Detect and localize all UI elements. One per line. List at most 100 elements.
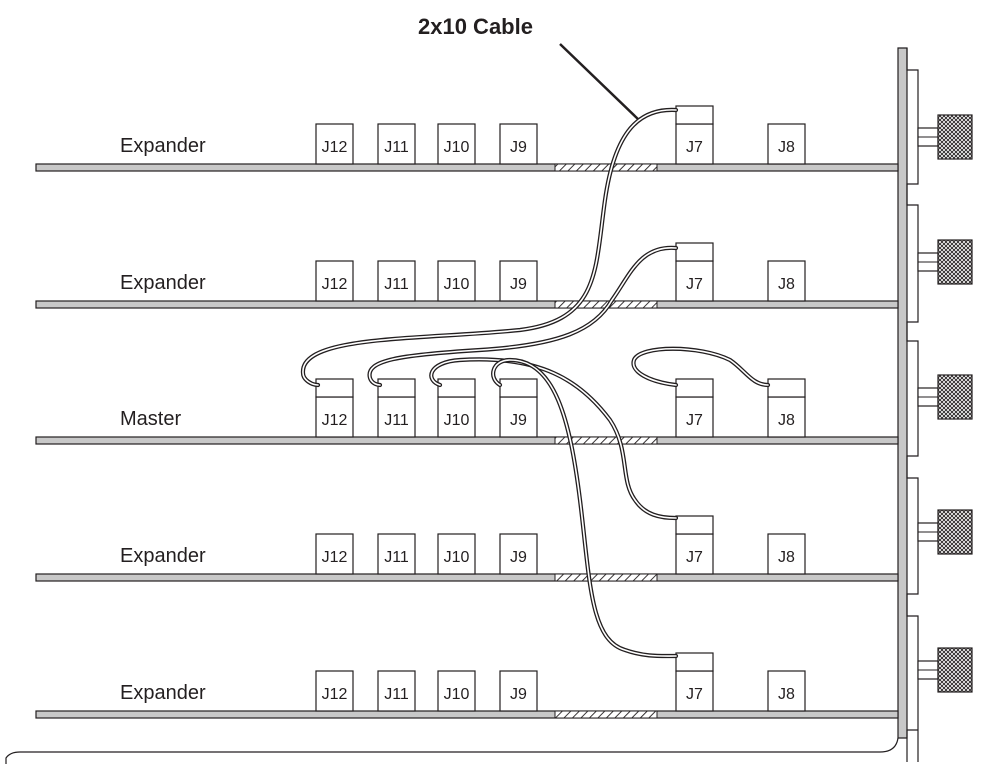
- thumbscrew-knob: [937, 647, 973, 693]
- board-pcb: [35, 710, 899, 719]
- connector-header: [437, 670, 476, 712]
- connector-header: [377, 396, 416, 438]
- connector-j11: J11: [377, 260, 416, 302]
- cable-plug: [675, 378, 714, 398]
- connector-header: [767, 533, 806, 575]
- connector-label: J8: [778, 549, 795, 566]
- connector-j9: J9: [499, 123, 538, 165]
- board-pcb: [35, 163, 899, 172]
- connector-header: [767, 123, 806, 165]
- connector-header: [315, 670, 354, 712]
- cable-plug: [377, 378, 416, 398]
- connector-j12: J12: [315, 533, 354, 575]
- connector-j10: J10: [437, 670, 476, 712]
- connector-j9: J9: [499, 260, 538, 302]
- connector-label: J11: [384, 139, 409, 156]
- connector-header: [315, 123, 354, 165]
- connector-j7: J7: [675, 515, 714, 575]
- connector-header: [675, 396, 714, 438]
- connector-j10: J10: [437, 260, 476, 302]
- connector-j10: J10: [437, 378, 476, 438]
- connector-label: J12: [322, 549, 348, 566]
- connector-label: J12: [322, 686, 348, 703]
- cable-plug: [499, 378, 538, 398]
- cable-plug: [315, 378, 354, 398]
- connector-j11: J11: [377, 670, 416, 712]
- board-edge-connector: [554, 436, 658, 445]
- connector-header: [315, 396, 354, 438]
- connector-header: [377, 260, 416, 302]
- connector-label: J11: [384, 686, 409, 703]
- connector-label: J10: [444, 276, 470, 293]
- connector-label: J9: [510, 686, 527, 703]
- rack-bottom-edge: [5, 737, 899, 764]
- connector-label: J9: [510, 139, 527, 156]
- thumbscrew-knob: [937, 374, 973, 420]
- cable-master-j7-to-master-j8: [631, 346, 771, 388]
- connector-header: [437, 260, 476, 302]
- cable-plug: [675, 242, 714, 262]
- thumbscrew-4: [917, 509, 973, 555]
- board-pcb: [35, 300, 899, 309]
- cable-plug: [675, 515, 714, 535]
- board-label: Expander: [120, 272, 206, 294]
- connector-header: [377, 533, 416, 575]
- thumbscrew-knob: [937, 509, 973, 555]
- panel-edge: [897, 47, 908, 739]
- connector-header: [767, 670, 806, 712]
- connector-label: J10: [444, 549, 470, 566]
- cable-expander2-to-master-j11: [367, 245, 679, 388]
- board-edge-connector: [554, 163, 658, 172]
- connector-header: [767, 260, 806, 302]
- connector-j8: J8: [767, 123, 806, 165]
- cable-plug: [767, 378, 806, 398]
- board-edge-connector: [554, 573, 658, 582]
- connector-label: J8: [778, 276, 795, 293]
- board-edge-connector: [554, 710, 658, 719]
- connector-j12: J12: [315, 670, 354, 712]
- thumbscrew-knob: [937, 239, 973, 285]
- connector-j10: J10: [437, 533, 476, 575]
- connector-header: [675, 260, 714, 302]
- connector-header: [499, 396, 538, 438]
- connector-j12: J12: [315, 260, 354, 302]
- cable-plug: [437, 378, 476, 398]
- connector-label: J10: [444, 686, 470, 703]
- connector-j9: J9: [499, 378, 538, 438]
- connector-header: [437, 396, 476, 438]
- connector-header: [499, 260, 538, 302]
- connector-label: J12: [322, 139, 348, 156]
- connector-label: J9: [510, 412, 527, 429]
- cable-master-j9-to-expander4: [491, 357, 679, 659]
- connector-label: J8: [778, 686, 795, 703]
- connector-header: [499, 533, 538, 575]
- cable-plug: [675, 105, 714, 125]
- board-pcb: [35, 573, 899, 582]
- connector-header: [437, 533, 476, 575]
- cable-plug: [675, 652, 714, 672]
- connector-label: J11: [384, 549, 409, 566]
- connector-label: J8: [778, 412, 795, 429]
- cable-master-j10-to-expander3: [429, 357, 679, 521]
- connector-j8: J8: [767, 670, 806, 712]
- board-label: Expander: [120, 545, 206, 567]
- board-label: Expander: [120, 135, 206, 157]
- connector-j8: J8: [767, 378, 806, 438]
- thumbscrew-1: [917, 114, 973, 160]
- connector-j10: J10: [437, 123, 476, 165]
- connector-j8: J8: [767, 533, 806, 575]
- connector-header: [377, 123, 416, 165]
- connector-j11: J11: [377, 378, 416, 438]
- connector-header: [315, 533, 354, 575]
- cable-expander1-to-master-j12: [300, 107, 679, 388]
- thumbscrew-2: [917, 239, 973, 285]
- board-label: Expander: [120, 682, 206, 704]
- thumbscrew-knob: [937, 114, 973, 160]
- connector-label: J9: [510, 276, 527, 293]
- connector-label: J10: [444, 412, 470, 429]
- panel-outline: [906, 48, 919, 762]
